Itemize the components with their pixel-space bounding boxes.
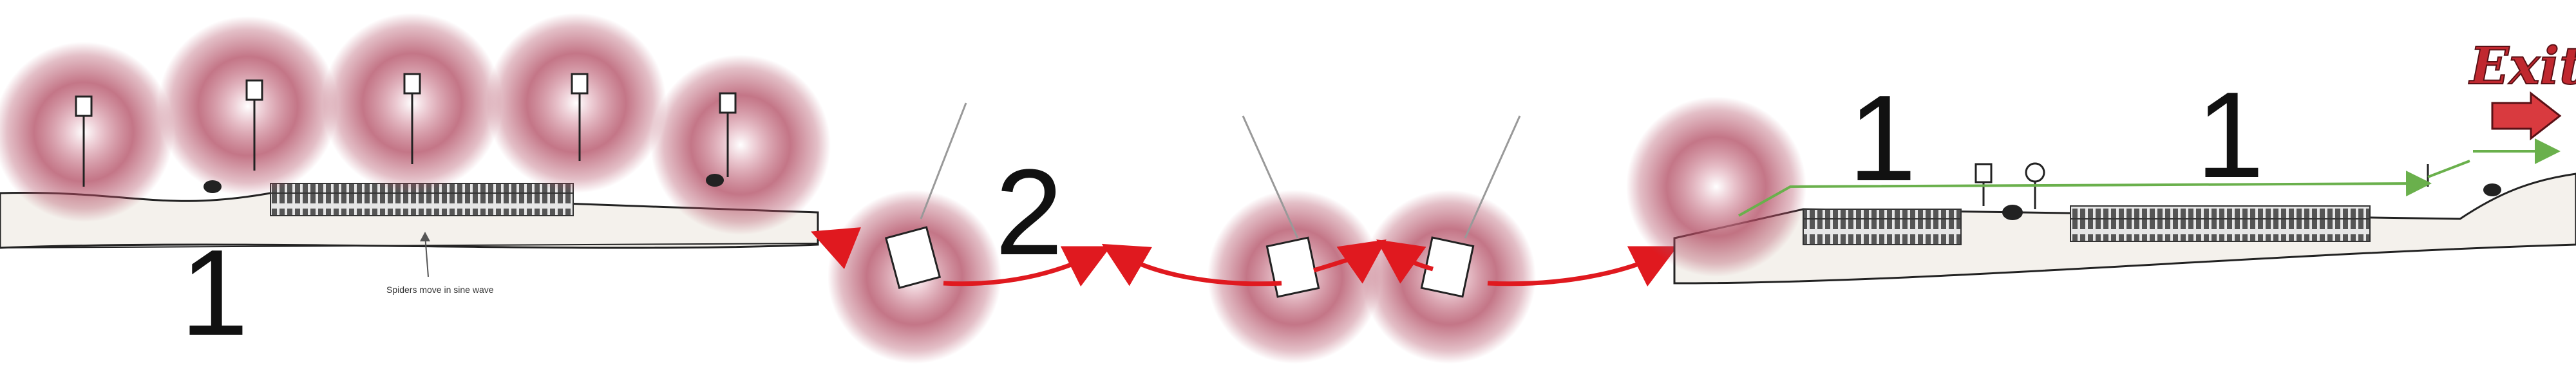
right-lamp-glow	[1626, 97, 1806, 277]
route-number-right-a: 1	[1848, 70, 1917, 207]
right-platform	[1673, 173, 2576, 285]
svg-text:Spiders move in sine wave: Spiders move in sine wave	[386, 285, 494, 295]
lantern-icon	[75, 73, 737, 187]
spike-pit-icon	[1803, 209, 1962, 245]
lantern-icon	[1975, 162, 2429, 209]
spider-note: Spiders move in sine wave	[386, 232, 494, 295]
spider-icon	[204, 174, 724, 193]
route-number-right-b: 1	[2196, 67, 2264, 203]
route-number-swing: 2	[995, 144, 1063, 281]
spider-icon	[2002, 183, 2501, 220]
swing-section	[828, 102, 1536, 364]
guide-path	[1738, 138, 2561, 217]
left-lamp-row	[0, 13, 831, 235]
spike-pit-icon	[2070, 205, 2371, 242]
basket-icon	[884, 226, 1475, 298]
jump-arrows	[811, 227, 1678, 287]
route-number-left: 1	[180, 225, 249, 361]
exit-label: Exit	[2468, 35, 2576, 96]
exit-sign: Exit	[2468, 35, 2576, 141]
arrow-right-icon	[2491, 91, 2562, 141]
left-platform	[0, 183, 819, 249]
